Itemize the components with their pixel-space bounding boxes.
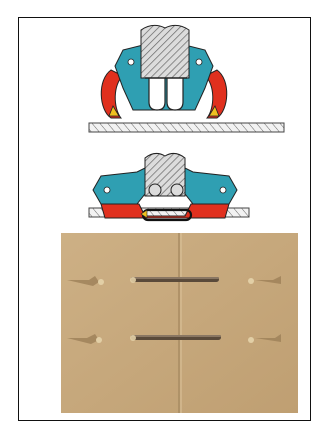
dent-upper-right bbox=[248, 278, 254, 284]
staple-upper-end-left bbox=[130, 277, 136, 283]
staple-lower-shine bbox=[131, 335, 221, 337]
dent-lower-right bbox=[248, 337, 254, 343]
pivot-middle-right bbox=[220, 187, 226, 193]
staple-upper-shine bbox=[131, 277, 219, 279]
dent-lower-left bbox=[96, 337, 102, 343]
pivot-left bbox=[128, 59, 134, 65]
staple-leg-right bbox=[167, 78, 183, 110]
staple-open-diagram bbox=[89, 25, 284, 132]
dent-upper-left bbox=[98, 279, 104, 285]
staple-clinch-diagram bbox=[19, 18, 312, 422]
cardboard-photo bbox=[61, 233, 298, 413]
staple-lower-end-left bbox=[130, 335, 136, 341]
pivot-right bbox=[196, 59, 202, 65]
pivot-middle-left bbox=[104, 187, 110, 193]
board-top bbox=[89, 123, 284, 132]
staple-clinched-diagram bbox=[89, 153, 249, 220]
staple-loop-left bbox=[149, 184, 161, 196]
staple-leg-left bbox=[149, 78, 165, 110]
staple-loop-right bbox=[171, 184, 183, 196]
figure-frame bbox=[18, 17, 311, 421]
driver-top bbox=[141, 25, 189, 78]
